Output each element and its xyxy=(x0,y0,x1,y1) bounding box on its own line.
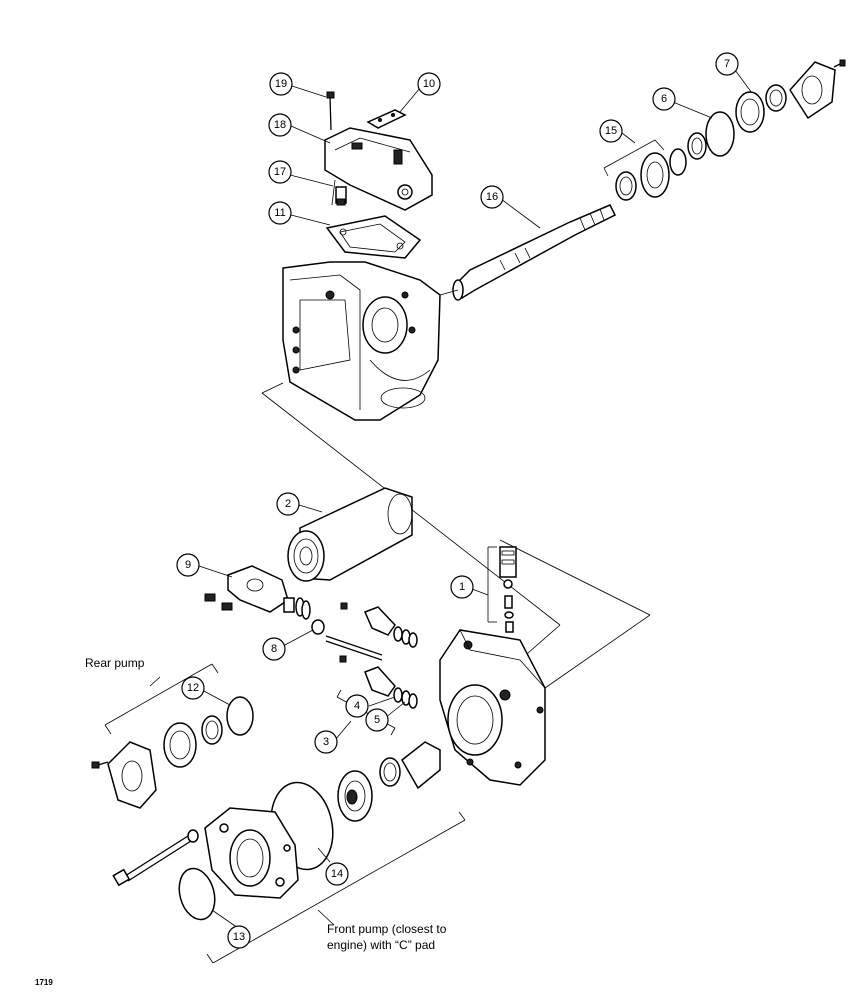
svg-text:4: 4 xyxy=(354,700,360,712)
front-bearing xyxy=(379,741,441,790)
callout-10: 10 xyxy=(417,72,441,96)
callout-3: 3 xyxy=(314,730,338,754)
svg-text:17: 17 xyxy=(274,166,286,178)
callout-4: 4 xyxy=(345,694,369,718)
svg-text:12: 12 xyxy=(187,682,199,694)
through-bolt xyxy=(112,829,199,887)
relief-valve-upper xyxy=(340,602,418,648)
pump-housing xyxy=(282,261,441,421)
svg-text:15: 15 xyxy=(605,125,617,137)
front-pump-label-line1: Front pump (closest to xyxy=(327,922,447,936)
filter xyxy=(287,487,413,582)
svg-text:13: 13 xyxy=(233,931,245,943)
svg-text:16: 16 xyxy=(486,191,498,203)
seal-washer xyxy=(311,619,325,635)
svg-text:6: 6 xyxy=(661,93,667,105)
callout-5: 5 xyxy=(365,708,389,732)
callout-13: 13 xyxy=(227,925,251,949)
filter-head xyxy=(204,565,311,620)
front-pump-label-line2: engine) with “C” pad xyxy=(327,938,435,952)
bracket-1 xyxy=(487,546,497,623)
bracket-rear-pump xyxy=(104,663,219,735)
bolt xyxy=(326,91,335,131)
plate xyxy=(366,109,407,129)
svg-text:11: 11 xyxy=(274,207,285,219)
callout-18: 18 xyxy=(268,113,292,137)
c-pad-adapter xyxy=(204,807,299,899)
fitting xyxy=(335,186,347,206)
svg-text:19: 19 xyxy=(275,78,287,90)
callout-9: 9 xyxy=(176,553,200,577)
callout-1: 1 xyxy=(450,575,474,599)
svg-text:2: 2 xyxy=(285,498,291,510)
svg-text:14: 14 xyxy=(331,868,343,880)
svg-text:7: 7 xyxy=(724,58,730,70)
callout-19: 19 xyxy=(269,72,293,96)
callout-17: 17 xyxy=(268,160,292,184)
svg-text:18: 18 xyxy=(274,119,286,131)
callout-15: 15 xyxy=(599,119,623,143)
svg-text:5: 5 xyxy=(374,714,380,726)
svg-text:8: 8 xyxy=(271,643,277,655)
shaft-seal xyxy=(735,59,846,133)
rear-pump-label: Rear pump xyxy=(85,656,145,670)
cartridge-valve xyxy=(499,546,517,633)
callout-6: 6 xyxy=(652,87,676,111)
callout-11: 11 xyxy=(268,201,292,225)
bracket-15 xyxy=(603,139,665,177)
leader-lines xyxy=(198,69,753,929)
front-flange-ring xyxy=(337,770,373,822)
adapter-o-ring xyxy=(178,867,216,921)
control-cover xyxy=(324,127,433,211)
rod xyxy=(325,635,383,661)
callout-7: 7 xyxy=(715,52,739,76)
svg-text:10: 10 xyxy=(423,78,435,90)
callout-14: 14 xyxy=(325,862,349,886)
callout-8: 8 xyxy=(262,637,286,661)
bracket-17 xyxy=(331,179,336,206)
bracket-front-pump xyxy=(206,811,466,964)
relief-valve-lower xyxy=(339,655,418,709)
rear-pump-cover xyxy=(91,696,254,809)
rear-pump-housing xyxy=(439,629,546,786)
svg-text:1: 1 xyxy=(459,581,465,593)
figure-id: 1719 xyxy=(35,978,53,987)
callout-12: 12 xyxy=(181,676,205,700)
callout-16: 16 xyxy=(480,185,504,209)
drive-shaft xyxy=(452,204,617,301)
o-ring xyxy=(705,111,735,157)
callout-2: 2 xyxy=(276,492,300,516)
bearing-assembly xyxy=(615,132,707,201)
svg-text:9: 9 xyxy=(185,559,191,571)
svg-text:3: 3 xyxy=(323,736,329,748)
gasket xyxy=(325,215,422,259)
